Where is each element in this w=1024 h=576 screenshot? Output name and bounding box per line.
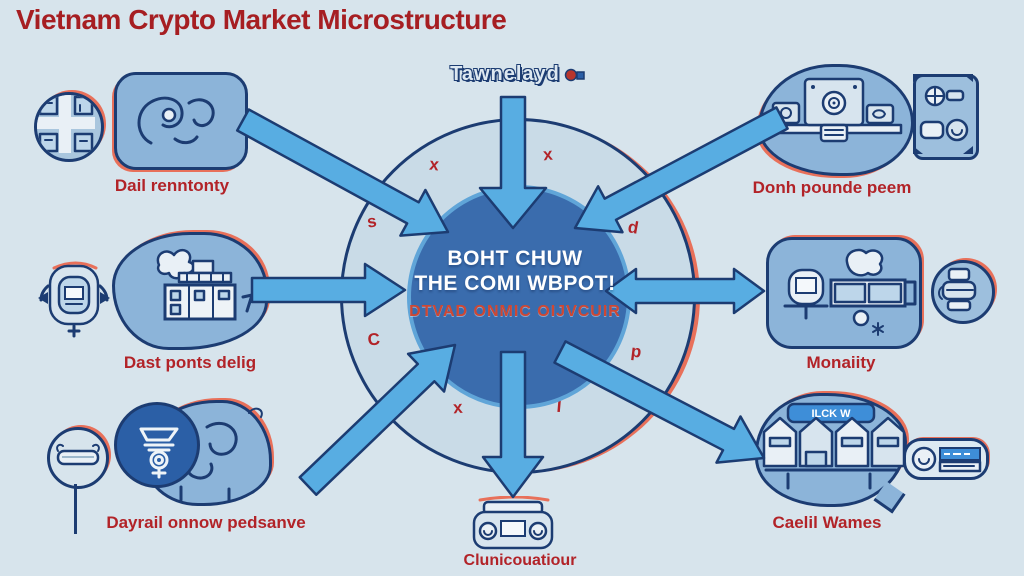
- top-node-label: Tawnelayd: [450, 63, 560, 85]
- banknote-icon: [903, 438, 989, 480]
- ring-letter: C: [366, 329, 381, 350]
- helmet-icon: [564, 68, 585, 81]
- node-left-bottom-label: Dayrail onnow pedsanve: [106, 513, 306, 532]
- register-machine-icon: [472, 496, 554, 550]
- node-right-bottom-cloud: ILCK W: [755, 393, 907, 507]
- wallet-houses-icon: ILCK W: [762, 402, 904, 490]
- badge-arrows-icon: [38, 261, 110, 338]
- swirl-doodle-icon: [137, 96, 215, 145]
- monitor-shelf-icon: [767, 77, 903, 143]
- shop-counter-icon: [156, 248, 254, 321]
- ring-letter: x: [542, 144, 554, 165]
- ring-letter: s: [365, 211, 378, 232]
- node-right-middle-box: [766, 237, 922, 349]
- node-left-top-box: [114, 72, 248, 170]
- node-right-bottom-label: Caelil Wames: [772, 513, 882, 532]
- camera-funnel-icon: [114, 402, 200, 488]
- top-node: Tawnelayd: [418, 63, 618, 86]
- hub-text: BOHT CHUW THE COMI WBPOT! DTVAD ONMIC OI…: [395, 246, 635, 321]
- node-bottom-label: Clunicouatiour: [463, 552, 577, 569]
- desk-workstation-icon: [783, 248, 917, 336]
- hub-subtitle: DTVAD ONMIC OIJVCUIR: [409, 303, 621, 320]
- hub-title-line1: BOHT CHUW: [447, 247, 583, 270]
- sign-pole: [74, 484, 77, 534]
- ring-letter: x: [452, 397, 464, 418]
- page-title: Vietnam Crypto Market Microstructure: [16, 4, 507, 35]
- ring-letter: p: [629, 341, 643, 362]
- building-window-icon: [34, 92, 104, 162]
- node-left-top-label: Dail renntonty: [114, 176, 230, 195]
- wallet-banner-text: ILCK W: [811, 408, 851, 420]
- printer-device-icon: [931, 260, 995, 324]
- node-right-top-label: Donh pounde peem: [752, 178, 912, 197]
- capsule-ring-icon: [47, 427, 109, 489]
- node-left-middle-label: Dast ponts delig: [123, 353, 257, 372]
- gear-panel-icon: [913, 74, 979, 160]
- node-right-top-cloud: [758, 64, 914, 176]
- node-left-middle-cloud: [112, 232, 268, 350]
- ring-letter: d: [626, 217, 641, 238]
- node-right-middle-label: Monaiity: [806, 353, 876, 372]
- hub-title-line2: THE COMI WBPOT!: [414, 272, 616, 295]
- ring-letter: x: [428, 154, 440, 175]
